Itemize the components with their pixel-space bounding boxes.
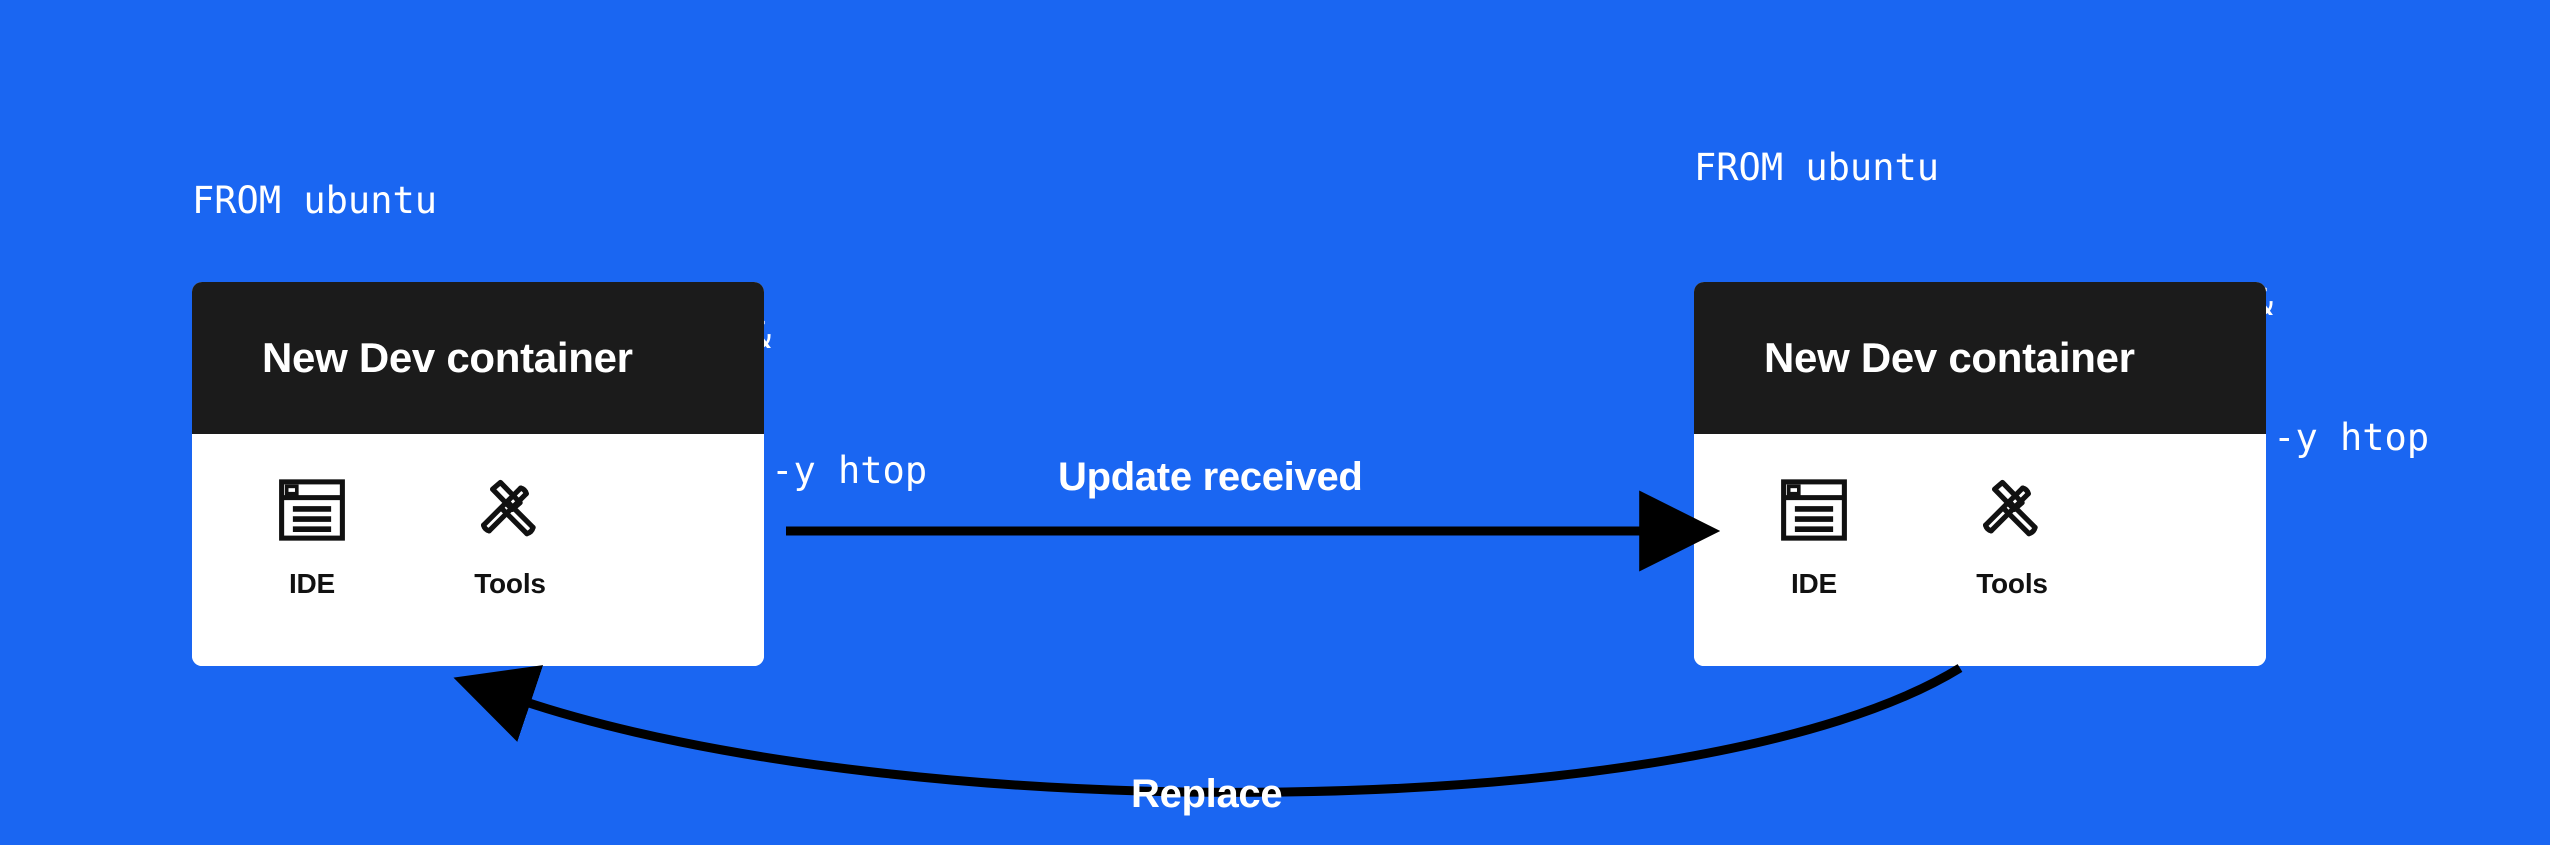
ide-window-icon [1778,474,1850,546]
app-label: Tools [1976,568,2048,599]
update-received-label: Update received [1058,455,1363,499]
app-tile-tools[interactable]: Tools [450,474,570,600]
card-title: New Dev container [1764,334,2135,381]
app-tile-ide[interactable]: IDE [252,474,372,600]
card-body: IDE [192,434,764,666]
code-line: FROM ubuntu [1694,146,1940,189]
ide-window-icon [276,474,348,546]
app-label: IDE [288,568,336,599]
app-tile-ide[interactable]: IDE [1754,474,1874,600]
card-header: New Dev container [1694,282,2266,434]
hammer-wrench-icon [1976,474,2048,546]
app-tile-tools[interactable]: Tools [1952,474,2072,600]
app-label: Tools [474,568,546,599]
dev-container-card-right: New Dev container IDE [1694,282,2266,666]
card-header: New Dev container [192,282,764,434]
code-line: FROM ubuntu [192,179,438,222]
hammer-wrench-icon [474,474,546,546]
card-body: IDE [1694,434,2266,666]
app-label: IDE [1790,568,1838,599]
card-title: New Dev container [262,334,633,381]
dev-container-card-left: New Dev container IDE [192,282,764,666]
replace-label: Replace [1131,772,1283,816]
